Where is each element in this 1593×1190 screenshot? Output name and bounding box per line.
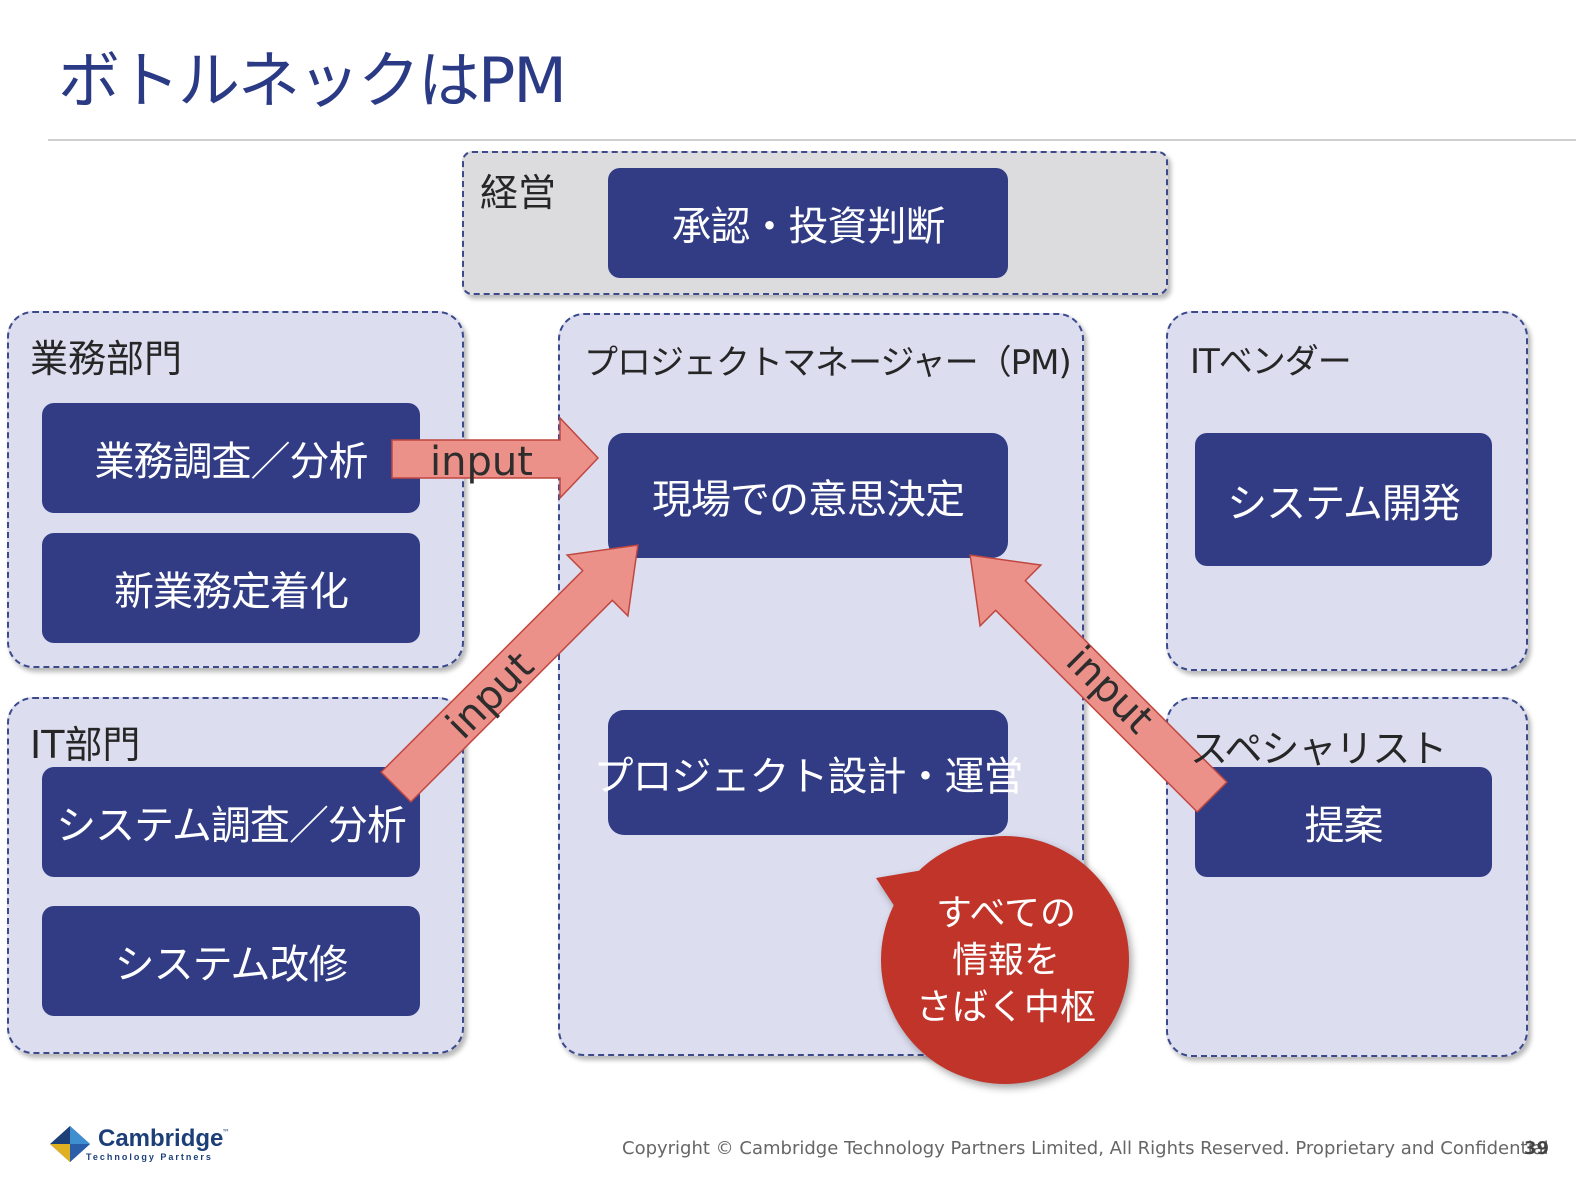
group-it-dept-label: IT部門 bbox=[30, 723, 141, 767]
group-business-label: 業務部門 bbox=[30, 337, 183, 381]
box-business-research: 業務調査／分析 bbox=[42, 403, 420, 513]
logo-subtitle: Technology Partners bbox=[86, 1152, 213, 1162]
group-management-label: 経営 bbox=[480, 171, 557, 215]
box-proposal: 提案 bbox=[1195, 767, 1492, 877]
box-system-modification: システム改修 bbox=[42, 906, 420, 1016]
input-arrow-it-dept: input bbox=[380, 544, 639, 803]
box-system-development: システム開発 bbox=[1195, 433, 1492, 566]
callout-text: すべての 情報を さばく中枢 bbox=[890, 890, 1122, 1031]
logo-trademark: ™ bbox=[222, 1128, 230, 1137]
callout-line-3: さばく中枢 bbox=[915, 987, 1096, 1028]
logo-wordmark: Cambridge bbox=[98, 1125, 224, 1152]
input-arrow-specialist bbox=[969, 554, 1228, 813]
group-pm-label: プロジェクトマネージャー（PM) bbox=[584, 343, 1072, 383]
page-title: ボトルネックはPM bbox=[58, 44, 567, 117]
cambridge-logo-icon bbox=[50, 1126, 90, 1162]
callout-bubble bbox=[876, 836, 1129, 1084]
input-arrow-business bbox=[391, 416, 600, 500]
box-system-research: システム調査／分析 bbox=[42, 767, 420, 877]
callout-line-2: 情報を bbox=[951, 940, 1060, 981]
copyright-text: Copyright © Cambridge Technology Partner… bbox=[622, 1138, 1549, 1159]
group-specialist-label: スペシャリスト bbox=[1190, 727, 1447, 771]
input-label-business: input bbox=[430, 439, 533, 485]
box-new-business-adoption: 新業務定着化 bbox=[42, 533, 420, 643]
group-it-vendor-label: ITベンダー bbox=[1190, 342, 1352, 382]
page-number: 39 bbox=[1524, 1138, 1550, 1159]
callout-line-1: すべての bbox=[935, 893, 1077, 934]
box-approval-investment: 承認・投資判断 bbox=[608, 168, 1008, 278]
group-specialist bbox=[1166, 697, 1528, 1057]
box-onsite-decision: 現場での意思決定 bbox=[608, 433, 1008, 558]
box-project-design: プロジェクト設計・運営 bbox=[594, 710, 1024, 835]
title-divider bbox=[48, 139, 1576, 141]
